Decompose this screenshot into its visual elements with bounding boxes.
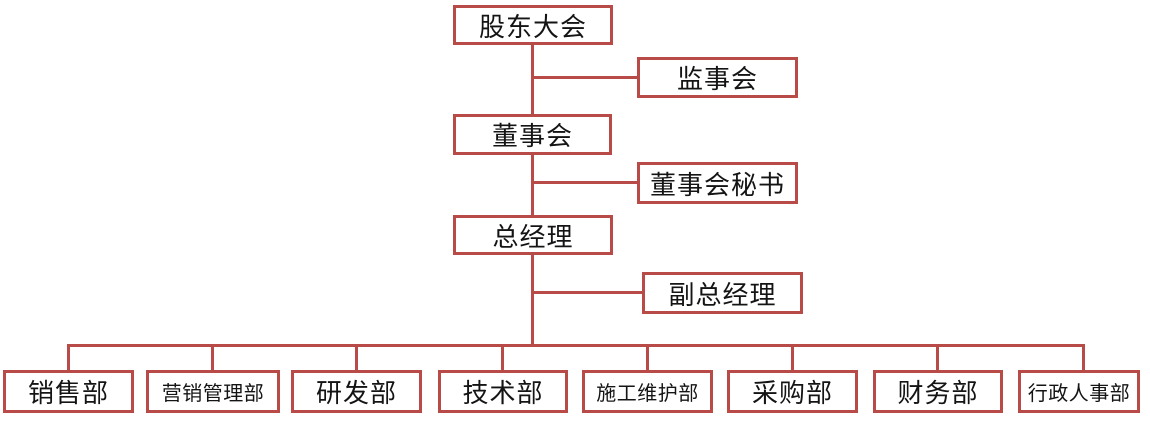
org-node-finance-dept: 财务部 xyxy=(873,370,1003,413)
org-node-supervisory-board: 监事会 xyxy=(637,57,798,98)
org-node-board-of-directors: 董事会 xyxy=(453,114,612,155)
org-node-general-manager: 总经理 xyxy=(453,215,613,255)
stub-marketing-management-dept xyxy=(211,344,214,373)
branch-line-board-secretary xyxy=(531,181,637,184)
connector-shareholders-to-board xyxy=(531,45,534,115)
org-node-procurement-dept: 采购部 xyxy=(727,370,858,413)
connector-board-to-gm xyxy=(531,154,534,216)
stub-admin-hr-dept xyxy=(1082,344,1085,373)
org-node-board-secretary: 董事会秘书 xyxy=(637,162,798,204)
stub-technology-dept xyxy=(501,344,504,373)
org-node-deputy-general-manager: 副总经理 xyxy=(642,272,803,314)
stub-procurement-dept xyxy=(791,344,794,373)
branch-line-supervisory-board xyxy=(531,76,637,79)
org-node-shareholders-meeting: 股东大会 xyxy=(453,5,613,45)
stub-construction-maintenance-dept xyxy=(646,344,649,373)
org-node-marketing-management-dept: 营销管理部 xyxy=(146,370,280,413)
org-node-construction-maintenance-dept: 施工维护部 xyxy=(582,370,713,413)
stub-rd-dept xyxy=(355,344,358,373)
stub-sales-dept xyxy=(67,344,70,373)
connector-gm-to-departments xyxy=(531,255,534,347)
org-node-admin-hr-dept: 行政人事部 xyxy=(1018,370,1140,413)
org-node-sales-dept: 销售部 xyxy=(3,370,134,413)
branch-line-deputy-general-manager xyxy=(531,291,642,294)
org-node-rd-dept: 研发部 xyxy=(291,370,422,413)
stub-finance-dept xyxy=(936,344,939,373)
department-bus-line xyxy=(67,344,1085,347)
org-node-technology-dept: 技术部 xyxy=(438,370,568,413)
